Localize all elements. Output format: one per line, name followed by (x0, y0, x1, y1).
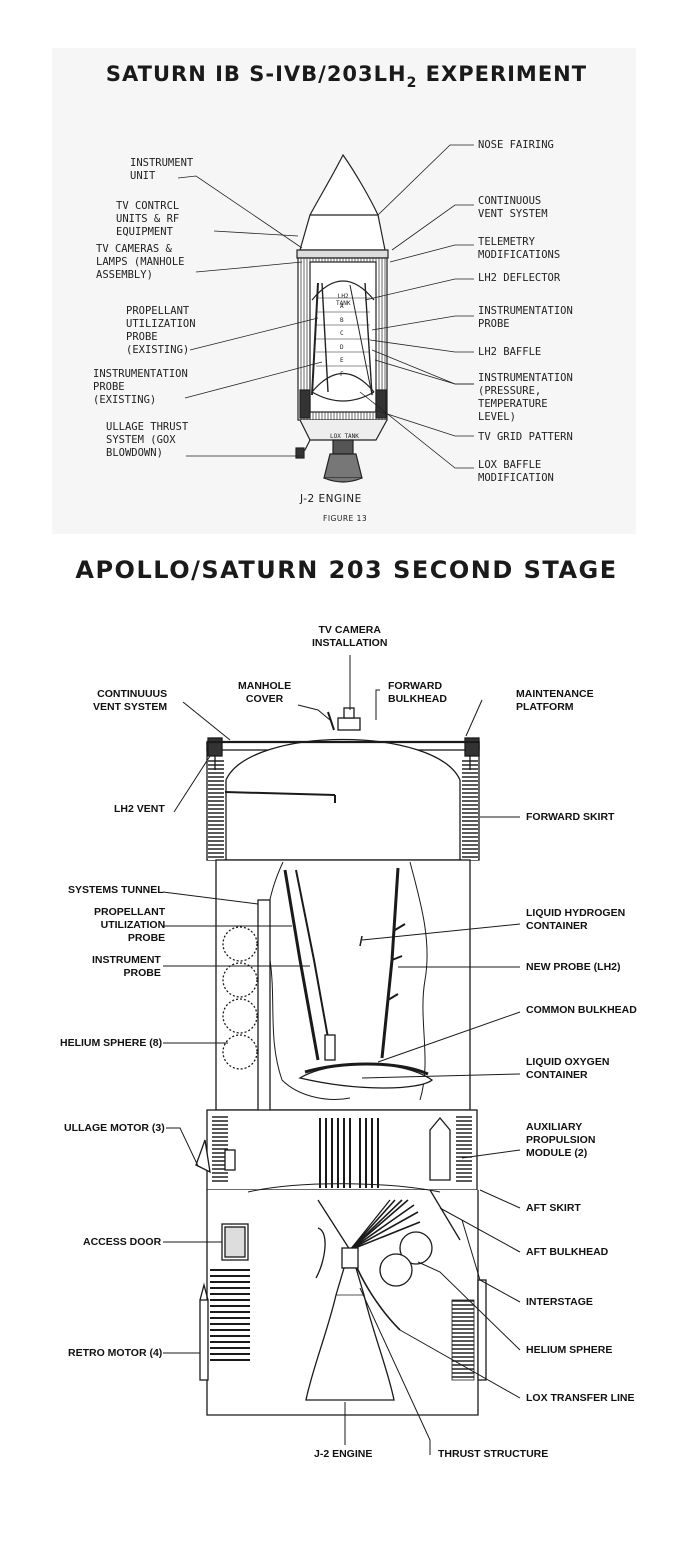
grid-letter-f: F (340, 370, 344, 378)
label-auxiliary-propulsion: AUXILIARY PROPULSION MODULE (2) (526, 1121, 596, 1159)
figure-13-rocket (295, 153, 389, 483)
label-thrust-structure: THRUST STRUCTURE (438, 1448, 549, 1460)
label-interstage: INTERSTAGE (526, 1296, 593, 1308)
label-lox-tank: LOX TANK (330, 433, 359, 440)
label-lox-transfer-line: LOX TRANSFER LINE (526, 1392, 635, 1404)
label-ullage-motor: ULLAGE MOTOR (3) (64, 1122, 165, 1134)
label-lox-baffle: LOX BAFFLE MODIFICATION (478, 459, 554, 484)
label-aft-skirt: AFT SKIRT (526, 1202, 581, 1214)
label-helium-sphere: HELIUM SPHERE (526, 1344, 613, 1356)
label-instrument-probe: INSTRUMENT PROBE (92, 954, 161, 979)
label-tv-cameras: TV CAMERAS & LAMPS (MANHOLE ASSEMBLY) (96, 243, 185, 281)
label-nose-fairing: NOSE FAIRING (478, 139, 554, 151)
label-pu-probe: PROPELLANT UTILIZATION PROBE (94, 906, 166, 944)
figure-13-leaders (177, 144, 474, 469)
label-forward-skirt: FORWARD SKIRT (526, 811, 615, 823)
label-retro-motor: RETRO MOTOR (4) (68, 1347, 163, 1359)
label-common-bulkhead: COMMON BULKHEAD (526, 1004, 637, 1016)
label-maintenance-platform: MAINTENANCE PLATFORM (516, 688, 594, 713)
label-j2-engine: J-2 ENGINE (314, 1448, 373, 1460)
grid-letter-d: D (340, 343, 344, 351)
label-lh2-baffle: LH2 BAFFLE (478, 346, 542, 358)
label-continuous-vent: CONTINUOUS VENT SYSTEM (478, 195, 548, 220)
label-access-door: ACCESS DOOR (83, 1236, 162, 1248)
label-ullage-thrust: ULLAGE THRUST SYSTEM (GOX BLOWDOWN) (106, 421, 189, 459)
figure-13-title: SATURN IB S-IVB/203LH2 EXPERIMENT (0, 62, 693, 91)
label-liquid-hydrogen-container: LIQUID HYDROGEN CONTAINER (526, 907, 626, 932)
label-manhole-cover: MANHOLE COVER (238, 680, 292, 705)
label-new-probe: NEW PROBE (LH2) (526, 961, 621, 973)
label-instrument-unit: INSTRUMENT UNIT (130, 157, 194, 182)
tank-grid-letters: A B C D E F (340, 300, 344, 381)
title-end: EXPERIMENT (417, 62, 588, 86)
label-instrumentation-probe: INSTRUMENTATION PROBE (478, 305, 573, 330)
label-continuous-vent-system: CONTINUUUS VENT SYSTEM (93, 688, 168, 713)
title-main: SATURN IB S-IVB/203LH (105, 62, 407, 86)
second-stage-leaders (162, 655, 521, 1455)
label-telemetry: TELEMETRY MODIFICATIONS (478, 236, 561, 261)
grid-letter-c: C (340, 330, 344, 337)
grid-letter-a: A (340, 303, 344, 310)
label-instrumentation: INSTRUMENTATION (PRESSURE, TEMPERATURE L… (478, 372, 573, 423)
label-aft-bulkhead: AFT BULKHEAD (526, 1246, 609, 1258)
caption-figure-13: FIGURE 13 (323, 514, 368, 523)
second-stage-drawing (195, 707, 487, 1416)
second-stage-title: APOLLO/SATURN 203 SECOND STAGE (75, 556, 618, 584)
title-subscript: 2 (406, 75, 418, 91)
label-forward-bulkhead: FORWARD BULKHEAD (388, 680, 447, 705)
label-lh2-deflector: LH2 DEFLECTOR (478, 272, 561, 284)
caption-j2-engine: J-2 ENGINE (300, 493, 362, 505)
label-pu-probe-existing: PROPELLANT UTILIZATION PROBE (EXISTING) (126, 305, 196, 356)
label-lh2-vent: LH2 VENT (114, 803, 165, 815)
label-tv-control-units: TV CONTRCL UNITS & RF EQUIPMENT (116, 200, 180, 238)
label-systems-tunnel: SYSTEMS TUNNEL (68, 884, 164, 896)
label-liquid-oxygen-container: LIQUID OXYGEN CONTAINER (526, 1056, 610, 1081)
tank-label-lh2: LH2 (337, 293, 349, 300)
label-helium-sphere-8: HELIUM SPHERE (8) (60, 1037, 163, 1049)
label-instrumentation-probe-existing: INSTRUMENTATION PROBE (EXISTING) (93, 368, 188, 406)
label-tv-camera: TV CAMERA INSTALLATION (312, 624, 388, 649)
grid-letter-e: E (340, 357, 344, 364)
label-tv-grid: TV GRID PATTERN (478, 431, 573, 443)
grid-letter-b: B (340, 316, 344, 324)
label-lh2-tank: LH2 TANK (336, 293, 350, 307)
tank-label-tank: TANK (336, 300, 351, 307)
